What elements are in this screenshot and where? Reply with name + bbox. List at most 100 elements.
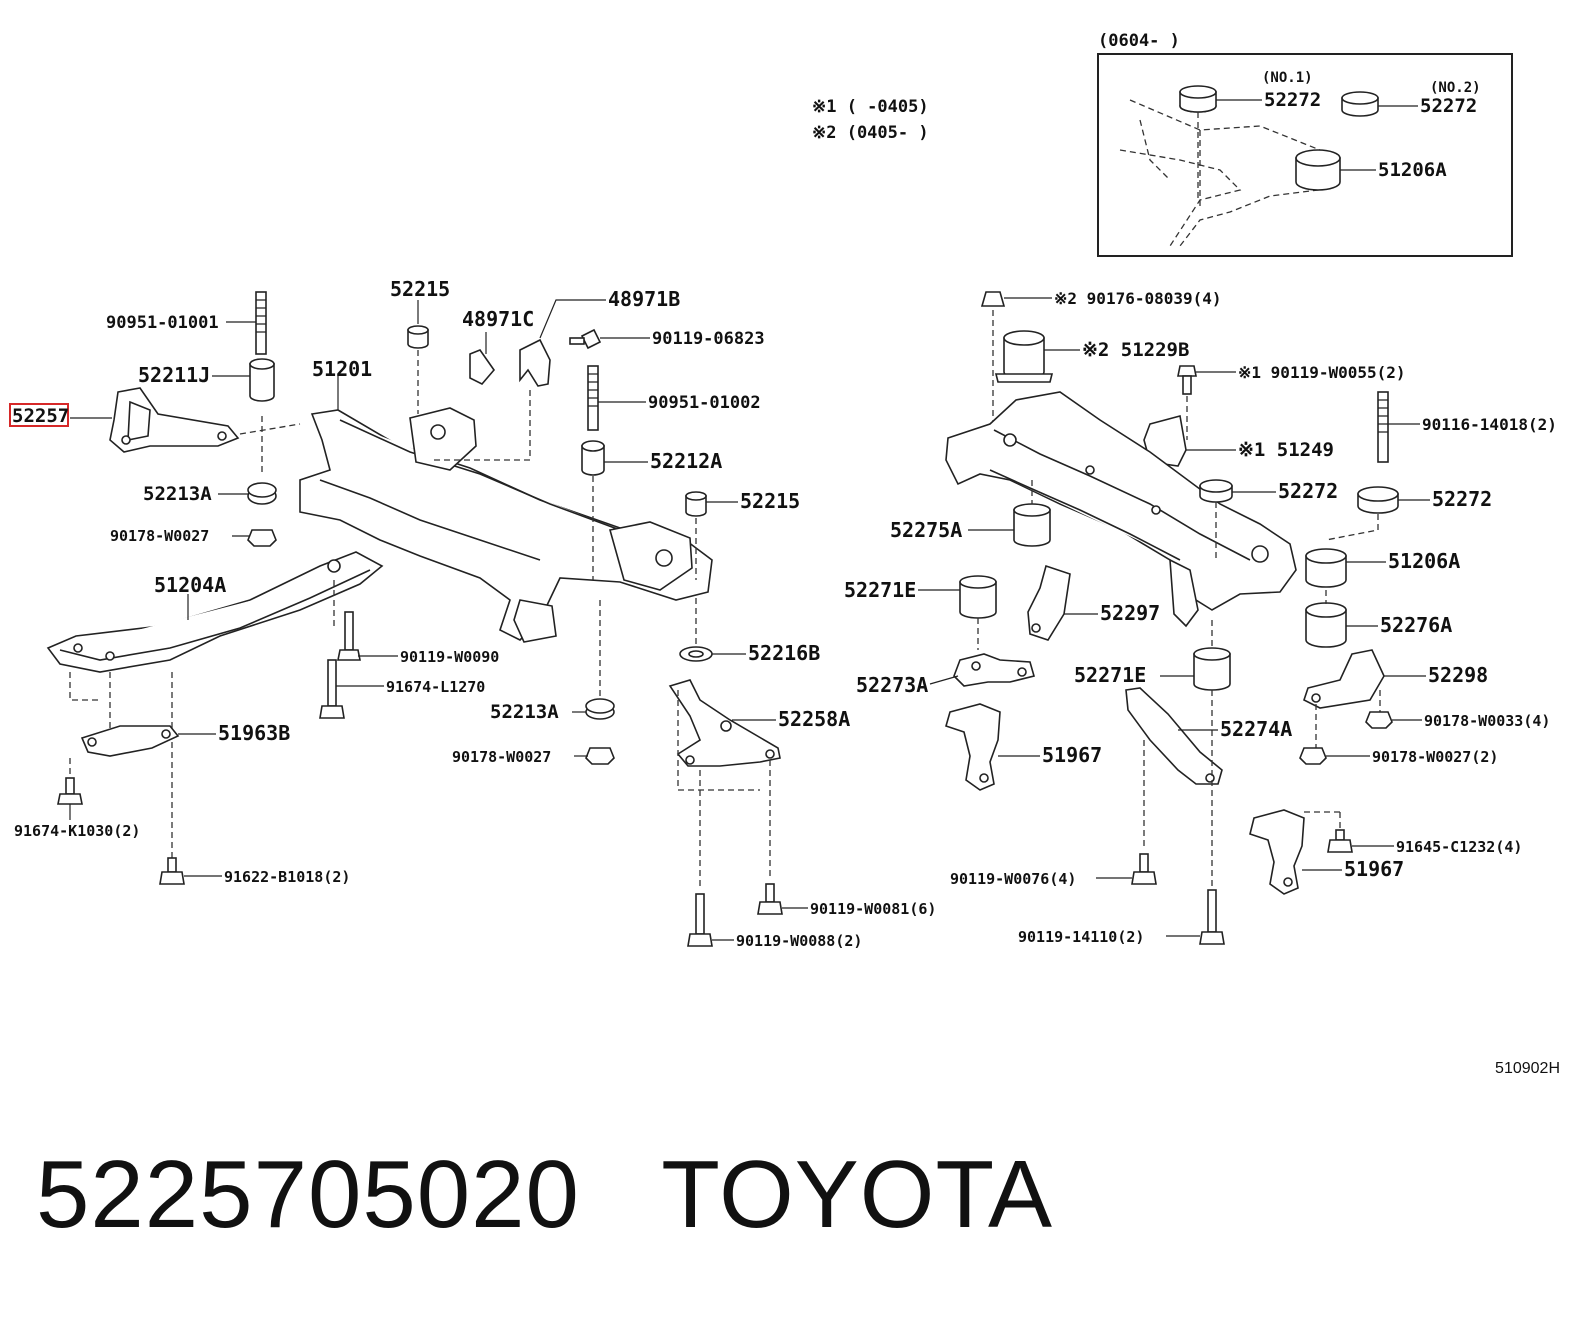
label-90116-14018[interactable]: 90116-14018(2) [1422, 415, 1557, 434]
label-52275A[interactable]: 52275A [890, 518, 962, 542]
mount-52272-b [1325, 486, 1399, 541]
label-52215-right[interactable]: 52215 [740, 489, 800, 513]
bushing-52212A [581, 440, 605, 580]
inset-bushing [1295, 149, 1341, 191]
retainer-52216B [679, 598, 713, 662]
bushing-52271E-a [959, 575, 997, 650]
label-90119-W0090[interactable]: 90119-W0090 [400, 648, 499, 666]
label-91622-B1018[interactable]: 91622-B1018(2) [224, 868, 350, 886]
bolt-90119-W0081 [757, 883, 783, 915]
cushion-52213A-top [247, 482, 277, 505]
stud-90951-01002 [587, 365, 599, 431]
cushion-52213A-bottom [585, 600, 615, 720]
bolt-90119-W0055 [1177, 365, 1197, 440]
bracket-52274A [1125, 687, 1223, 924]
label-51206A[interactable]: 51206A [1388, 549, 1460, 573]
label-91645-C1232[interactable]: 91645-C1232(4) [1396, 838, 1522, 856]
label-52276A[interactable]: 52276A [1380, 613, 1452, 637]
stud-90116-14018 [1377, 391, 1389, 463]
mount-51229B [994, 330, 1054, 383]
bolt-90119-W0076 [1131, 853, 1157, 885]
inset-range: (0604- ) [1098, 31, 1180, 51]
bolt-91622-B1018 [159, 857, 185, 885]
nut-90178-W0027-top [247, 529, 277, 547]
label-48971B[interactable]: 48971B [608, 287, 680, 311]
label-51963B[interactable]: 51963B [218, 721, 290, 745]
label-52271E-a[interactable]: 52271E [844, 578, 916, 602]
label-90176-08039[interactable]: ※2 90176-08039(4) [1054, 289, 1222, 308]
highlight-box-52257 [9, 403, 69, 427]
inset-no2-label: (NO.2) [1430, 80, 1481, 96]
label-48971C[interactable]: 48971C [462, 307, 534, 331]
bolt-90119-W0090 [337, 611, 361, 661]
mount-52272-a [1199, 479, 1233, 560]
bushing-52275A [1013, 480, 1051, 547]
label-51249[interactable]: ※1 51249 [1238, 439, 1334, 461]
bracket-52297 [1027, 564, 1071, 641]
crossmember-51204A [46, 551, 384, 673]
label-52213A-top[interactable]: 52213A [143, 483, 212, 505]
bracket-52298 [1303, 649, 1385, 750]
label-90178-W0027-bottom[interactable]: 90178-W0027 [452, 748, 551, 766]
label-90178-W0027-right[interactable]: 90178-W0027(2) [1372, 748, 1498, 766]
label-52258A[interactable]: 52258A [778, 707, 850, 731]
diagram-code: 510902H [1495, 1060, 1560, 1077]
label-52215-top[interactable]: 52215 [390, 277, 450, 301]
label-52298[interactable]: 52298 [1428, 663, 1488, 687]
stud-90951-01001 [255, 291, 267, 355]
bolt-90119-14110 [1199, 889, 1225, 945]
label-52272-b[interactable]: 52272 [1432, 487, 1492, 511]
bushing-52215-right [685, 491, 707, 580]
bracket-52273A [953, 653, 1035, 687]
bolt-91645-C1232 [1300, 811, 1353, 853]
label-52257[interactable]: 52257 [12, 405, 69, 427]
label-91674-L1270[interactable]: 91674-L1270 [386, 678, 485, 696]
label-52213A-bottom[interactable]: 52213A [490, 701, 559, 723]
bracket-51963B [80, 725, 180, 757]
label-90119-14110[interactable]: 90119-14110(2) [1018, 928, 1144, 946]
label-52216B[interactable]: 52216B [748, 641, 820, 665]
label-90119-W0088[interactable]: 90119-W0088(2) [736, 932, 862, 950]
nut-90178-W0027-bottom [585, 747, 615, 765]
inset-mount-no1 [1179, 85, 1217, 200]
bolt-90119-W0088 [687, 893, 713, 947]
label-51229B[interactable]: ※2 51229B [1082, 339, 1189, 361]
bushing-52215-top [407, 325, 429, 414]
label-52273A[interactable]: 52273A [856, 673, 928, 697]
inset-label-52272-no2: 52272 [1420, 95, 1477, 117]
part-number: 5225705020 [36, 1141, 580, 1248]
bushing-52211J [249, 358, 275, 402]
inset-frame [1097, 53, 1513, 257]
bushing-52271E-b [1193, 620, 1231, 691]
bracket-48971B [430, 338, 551, 461]
inset-label-51206A: 51206A [1378, 159, 1447, 181]
label-51967-a[interactable]: 51967 [1042, 743, 1102, 767]
catalog-number: 5225705020 TOYOTA [36, 1140, 1053, 1250]
label-52297[interactable]: 52297 [1100, 601, 1160, 625]
label-90178-W0033[interactable]: 90178-W0033(4) [1424, 712, 1550, 730]
label-90119-W0081[interactable]: 90119-W0081(6) [810, 900, 936, 918]
label-51201[interactable]: 51201 [312, 357, 372, 381]
label-90119-W0055[interactable]: ※1 90119-W0055(2) [1238, 363, 1406, 382]
label-90951-01002[interactable]: 90951-01002 [648, 393, 761, 413]
label-90178-W0027-top[interactable]: 90178-W0027 [110, 527, 209, 545]
label-90951-01001[interactable]: 90951-01001 [106, 313, 219, 333]
label-52271E-b[interactable]: 52271E [1074, 663, 1146, 687]
label-91674-K1030[interactable]: 91674-K1030(2) [14, 822, 140, 840]
note-2: ※2 (0405- ) [812, 123, 929, 143]
label-90119-06823[interactable]: 90119-06823 [652, 329, 765, 349]
note-1: ※1 ( -0405) [812, 97, 929, 117]
label-52272-a[interactable]: 52272 [1278, 479, 1338, 503]
nut-90178-W0033 [1365, 711, 1393, 729]
label-90119-W0076[interactable]: 90119-W0076(4) [950, 870, 1076, 888]
nut-90176-08039 [980, 291, 1006, 430]
label-51204A[interactable]: 51204A [154, 573, 226, 597]
bracket-52257 [109, 387, 240, 453]
label-51967-b[interactable]: 51967 [1344, 857, 1404, 881]
label-52274A[interactable]: 52274A [1220, 717, 1292, 741]
label-52211J[interactable]: 52211J [138, 363, 210, 387]
bushing-51206A [1305, 548, 1347, 588]
bolt-91674-K1030 [57, 758, 83, 805]
label-52212A[interactable]: 52212A [650, 449, 722, 473]
bracket-52258A [668, 679, 781, 890]
